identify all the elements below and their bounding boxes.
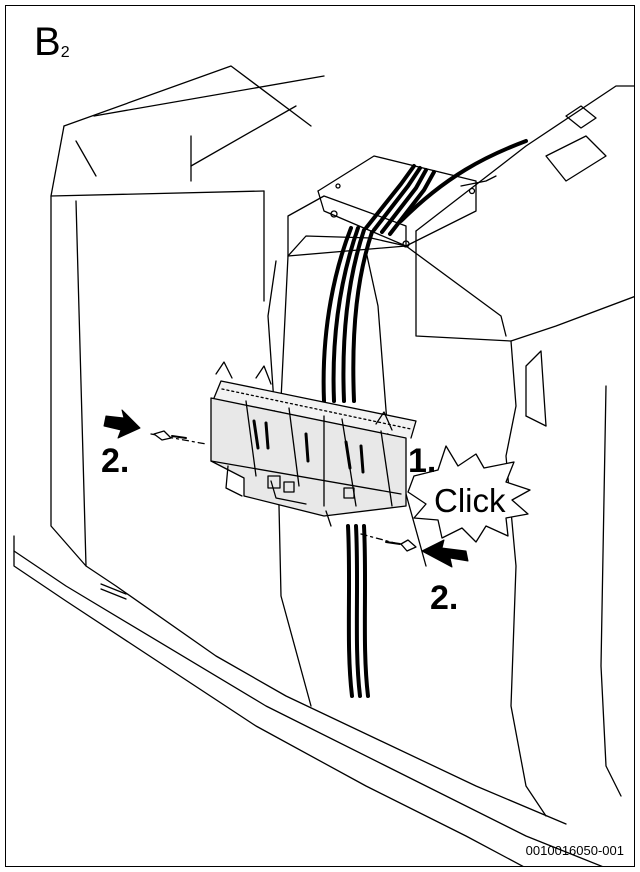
panel-letter: B [34,20,61,64]
arrow-left-icon [103,409,141,439]
step-1-label: 1. [408,442,437,480]
click-starburst-icon [407,445,531,543]
mounting-bracket [210,361,417,527]
step-2-right-label: 2. [430,579,459,617]
figure-frame: B2 2. 1. 2. Click 0010016050-001 [5,5,635,867]
installation-illustration [13,65,634,866]
click-callout-text: Click [434,482,506,519]
document-id: 0010016050-001 [525,843,624,858]
screws [150,430,417,552]
housing-outline [13,65,603,866]
cables [321,139,528,698]
panel-label: B2 [34,22,70,62]
panel-subscript: 2 [60,44,70,61]
arrow-right-icon [421,539,469,568]
step-2-left-label: 2. [101,442,130,480]
